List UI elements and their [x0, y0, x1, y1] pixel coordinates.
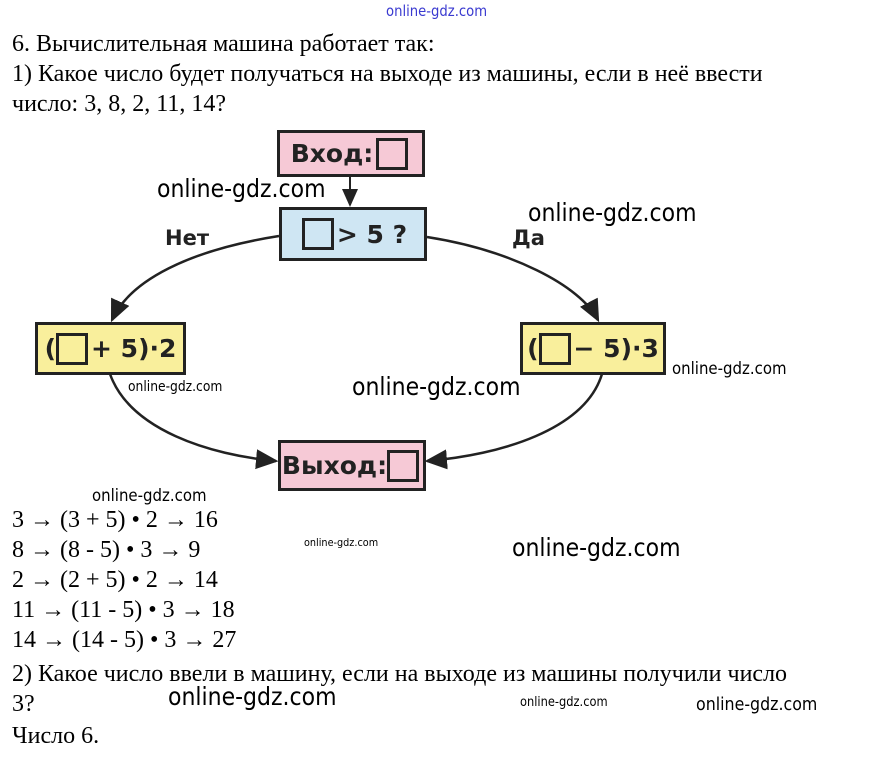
watermark: online-gdz.com [352, 372, 521, 401]
paren: ( [527, 334, 539, 363]
condition-label: > 5 ? [336, 219, 408, 249]
question-2-answer: Число 6. [12, 723, 100, 749]
watermark: online-gdz.com [512, 533, 681, 562]
right-operation-box: ( − 5)·3 [520, 322, 666, 375]
yes-label: Да [512, 226, 545, 250]
output-square [387, 449, 420, 482]
left-operation-label: + 5)·2 [91, 334, 177, 363]
arrow-no [110, 234, 280, 323]
watermark: online-gdz.com [304, 536, 379, 549]
arrow-left-to-output [108, 373, 279, 470]
watermark: online-gdz.com [386, 2, 488, 20]
watermark: online-gdz.com [168, 682, 337, 711]
right-operation-label: − 5)·3 [573, 334, 659, 363]
question-1-line-1: 1) Какое число будет получаться на выход… [12, 61, 763, 87]
arrow-right-to-output [424, 373, 604, 470]
input-box: Вход: [277, 130, 425, 177]
answer-line: 2 → (2 + 5) • 2 → 14 [12, 567, 218, 593]
answer-line: 8 → (8 - 5) • 3 → 9 [12, 537, 201, 563]
watermark: online-gdz.com [128, 379, 223, 395]
watermark: online-gdz.com [696, 694, 818, 715]
arrow-yes [426, 235, 600, 323]
no-label: Нет [165, 226, 209, 250]
output-label: Выход: [281, 451, 388, 480]
condition-square [301, 218, 334, 250]
condition-box: > 5 ? [279, 207, 427, 261]
watermark: online-gdz.com [520, 695, 608, 710]
output-box: Выход: [278, 440, 426, 491]
task-title: 6. Вычислительная машина работает так: [12, 31, 435, 57]
watermark: online-gdz.com [528, 198, 697, 227]
left-operation-box: ( + 5)·2 [35, 322, 186, 375]
watermark: online-gdz.com [92, 486, 207, 506]
paren: ( [44, 334, 57, 363]
answer-line: 11 → (11 - 5) • 3 → 18 [12, 597, 235, 623]
answer-line: 3 → (3 + 5) • 2 → 16 [12, 507, 218, 533]
question-2-line-1: 2) Какое число ввели в машину, если на в… [12, 661, 788, 687]
question-2-line-2: 3? [12, 691, 35, 717]
input-label: Вход: [290, 139, 374, 168]
question-1-line-2: число: 3, 8, 2, 11, 14? [12, 91, 226, 117]
left-square [56, 332, 89, 365]
answer-line: 14 → (14 - 5) • 3 → 27 [12, 627, 237, 653]
watermark: online-gdz.com [672, 359, 787, 379]
watermark: online-gdz.com [157, 174, 326, 203]
input-square [376, 137, 409, 170]
right-square [538, 332, 571, 365]
